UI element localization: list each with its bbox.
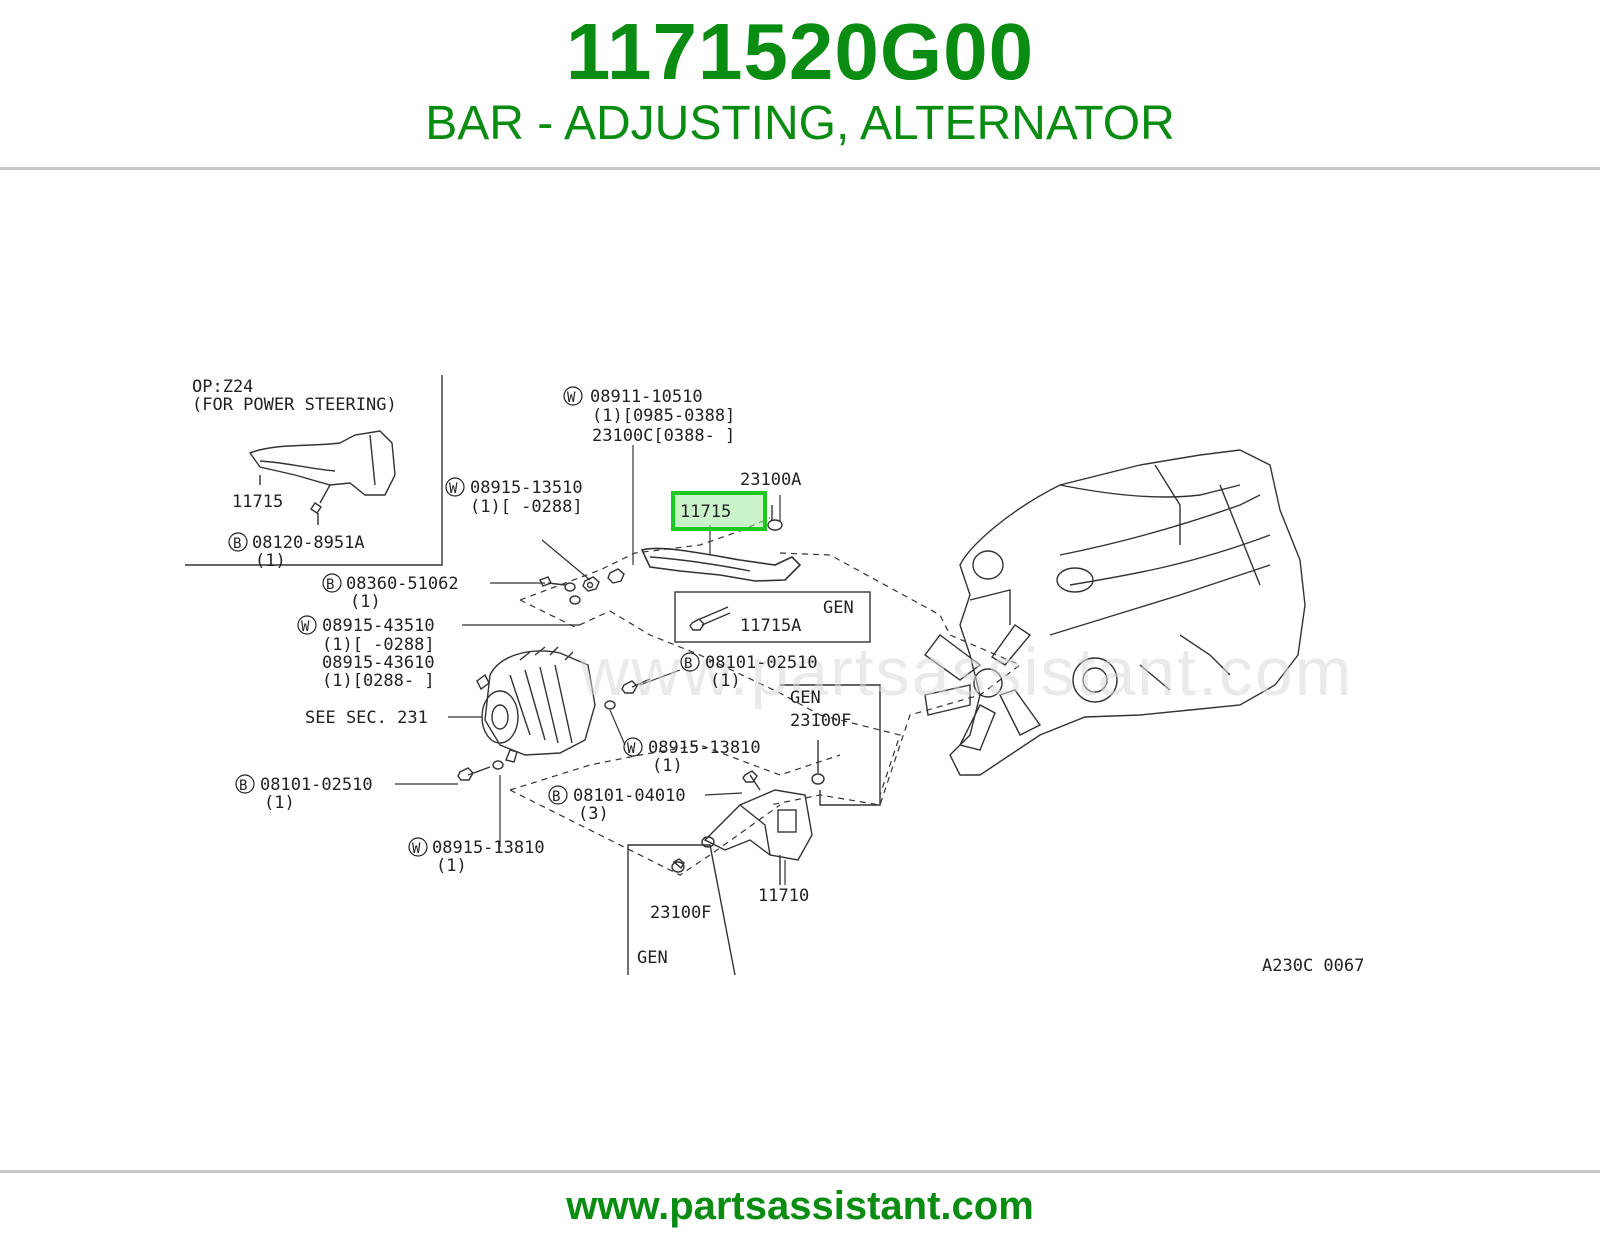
label-prefix: B <box>239 778 247 794</box>
label-08915-13810-lower: 08915-13810 <box>432 838 545 858</box>
bolt-marker-icon <box>680 652 700 672</box>
label-11715a: 11715A <box>740 616 801 636</box>
gen-box-upper <box>674 591 871 643</box>
inset-label-11715: 11715 <box>232 492 283 512</box>
label-leader-lines <box>395 445 786 885</box>
label-08101-02510-left: 08101-02510 <box>260 775 373 795</box>
label-08915-13810-upper: 08915-13810 <box>648 738 761 758</box>
label-11715-highlighted[interactable]: 11715 <box>680 502 731 522</box>
part-number-title: 1171520G00 <box>565 7 1035 96</box>
gen-box-middle <box>780 684 881 806</box>
label-gen-lower: GEN <box>637 948 668 968</box>
part-name-subtitle: BAR - ADJUSTING, ALTERNATOR <box>425 97 1175 150</box>
washer-marker-icon <box>297 615 317 635</box>
label-see-sec-231: SEE SEC. 231 <box>305 708 428 728</box>
label-prefix: W <box>301 619 310 635</box>
washer-marker-icon <box>563 386 583 406</box>
washer-marker-icon <box>408 837 428 857</box>
inset-label-qty: (1) <box>255 551 286 571</box>
inset-label-power-steering: (FOR POWER STEERING) <box>192 395 397 415</box>
alternator-drawing <box>476 646 596 763</box>
inset-bolt-prefix: B <box>233 536 241 552</box>
label-prefix: W <box>567 390 576 406</box>
bolt-marker-icon <box>548 785 568 805</box>
label-08101-02510-upper: 08101-02510 <box>705 653 818 673</box>
inset-label-08120: 08120-8951A <box>252 533 365 553</box>
label-08915-13510-qty: (1)[ -0288] <box>470 497 583 517</box>
label-08911-qty: (1)[0985-0388] <box>592 406 735 426</box>
adjusting-bar-part <box>640 547 802 582</box>
exploded-view-drawing: www.partsassistant.com OP:Z24 (FOR POWER… <box>185 375 1364 976</box>
drawing-code: A230C 0067 <box>1262 956 1364 976</box>
inset-bracket-outline <box>248 430 396 496</box>
label-08360-qty: (1) <box>350 592 381 612</box>
label-08915-13810-lower-qty: (1) <box>436 856 467 876</box>
label-08915-43610: 08915-43610 <box>322 653 435 673</box>
label-23100c: 23100C[0388- ] <box>592 426 735 446</box>
label-prefix: W <box>449 481 458 497</box>
label-08911-10510: 08911-10510 <box>590 387 703 407</box>
label-prefix: W <box>627 741 636 757</box>
washer-marker-icon <box>623 737 643 757</box>
label-prefix: B <box>684 656 692 672</box>
header-divider <box>0 167 1600 170</box>
label-08915-13510: 08915-13510 <box>470 478 583 498</box>
bolt-marker-icon <box>322 573 342 593</box>
page-header: 1171520G00 BAR - ADJUSTING, ALTERNATOR <box>0 0 1600 170</box>
highlighted-part-box[interactable] <box>671 491 767 531</box>
gen-box-lower <box>627 844 736 976</box>
inset-frame <box>185 375 443 566</box>
footer-website-link[interactable]: www.partsassistant.com <box>566 1184 1034 1228</box>
watermark-text: www.partsassistant.com <box>579 634 1353 710</box>
label-08915-13810-upper-qty: (1) <box>652 756 683 776</box>
label-11710: 11710 <box>758 886 809 906</box>
label-08101-04010-qty: (3) <box>578 804 609 824</box>
footer-divider <box>0 1170 1600 1173</box>
label-prefix: B <box>326 577 334 593</box>
inset-label-op: OP:Z24 <box>192 377 253 397</box>
label-08360-51062: 08360-51062 <box>346 574 459 594</box>
parts-diagram: www.partsassistant.com OP:Z24 (FOR POWER… <box>180 335 1420 1015</box>
label-23100f-lower: 23100F <box>650 903 711 923</box>
engine-drawing <box>924 449 1306 776</box>
label-08915-43510-qty: (1)[ -0288] <box>322 635 435 655</box>
label-prefix: B <box>552 789 560 805</box>
bolt-marker-icon <box>235 774 255 794</box>
label-08101-02510-left-qty: (1) <box>264 793 295 813</box>
label-08101-02510-upper-qty: (1) <box>710 671 741 691</box>
label-prefix: W <box>412 841 421 857</box>
label-08101-04010: 08101-04010 <box>573 786 686 806</box>
bolt-marker-icon <box>228 532 248 552</box>
label-08915-43610-qty: (1)[0288- ] <box>322 671 435 691</box>
label-23100f-box: 23100F <box>790 711 851 731</box>
lower-bracket-drawing <box>701 789 813 885</box>
label-gen-upper: GEN <box>823 598 854 618</box>
label-08915-43510: 08915-43510 <box>322 616 435 636</box>
washer-marker-icon <box>445 477 465 497</box>
label-23100a: 23100A <box>740 470 801 490</box>
label-gen-middle: GEN <box>790 688 821 708</box>
